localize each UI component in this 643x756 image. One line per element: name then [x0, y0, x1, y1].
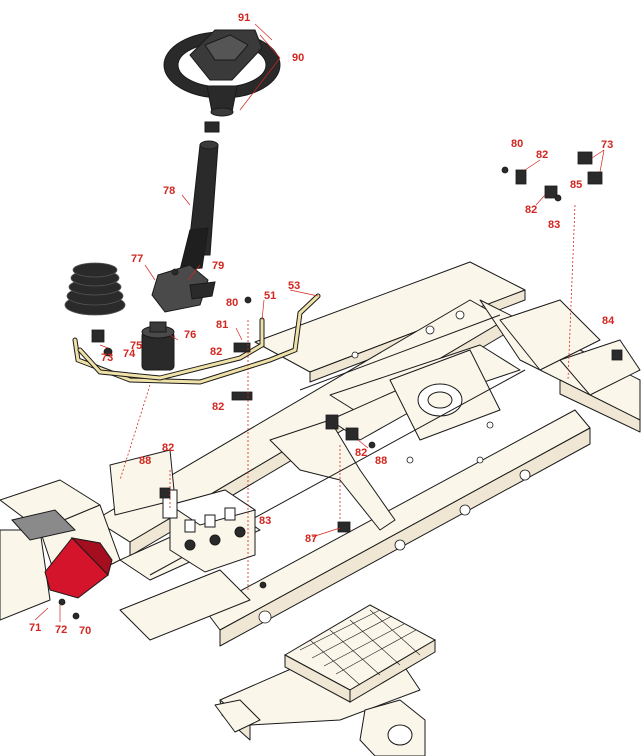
callout-79: 79: [212, 260, 224, 272]
callout-88: 88: [375, 455, 387, 467]
hydraulic-valve: [162, 489, 257, 573]
callout-71: 71: [29, 622, 41, 634]
bellows-boot: [64, 262, 126, 316]
leader-lines: [34, 23, 605, 622]
callout-73: 73: [101, 352, 113, 364]
steering-mount-bracket: [151, 264, 216, 313]
callout-80: 80: [511, 138, 523, 150]
callout-83: 83: [259, 515, 271, 527]
callout-72: 72: [55, 624, 67, 636]
steering-motor: [141, 321, 175, 371]
callout-78: 78: [163, 185, 175, 197]
steering-wheel: [163, 29, 281, 117]
front-pad: [11, 509, 76, 541]
callout-81: 81: [216, 319, 228, 331]
callout-83: 83: [548, 219, 560, 231]
callout-70: 70: [79, 625, 91, 637]
callout-82: 82: [212, 401, 224, 413]
callout-73: 73: [601, 139, 613, 151]
callout-82: 82: [210, 346, 222, 358]
callout-85: 85: [570, 179, 582, 191]
callout-77: 77: [131, 253, 143, 265]
steering-column: [179, 121, 220, 271]
frame-holes: [258, 310, 531, 624]
callout-76: 76: [184, 329, 196, 341]
callout-labels: 91 90 78 77 79 80 51 53 81 75 76 74 73 8…: [29, 12, 615, 637]
callout-90: 90: [292, 52, 304, 64]
callout-51: 51: [264, 290, 276, 302]
reference-lines: [119, 204, 576, 590]
clamps-fittings: [58, 151, 623, 620]
callout-80: 80: [226, 297, 238, 309]
callout-74: 74: [123, 348, 136, 360]
foot-platform: [283, 604, 437, 703]
hydraulic-lines: [72, 293, 321, 385]
callout-82: 82: [355, 447, 367, 459]
callout-82: 82: [536, 149, 548, 161]
callout-82: 82: [525, 204, 537, 216]
callout-88: 88: [139, 455, 151, 467]
callout-75: 75: [130, 340, 142, 352]
callout-82: 82: [162, 442, 174, 454]
callout-87: 87: [305, 533, 317, 545]
callout-84: 84: [602, 315, 615, 327]
highlighted-shield-part: [44, 537, 113, 599]
callout-91: 91: [238, 12, 250, 24]
callout-53: 53: [288, 280, 300, 292]
